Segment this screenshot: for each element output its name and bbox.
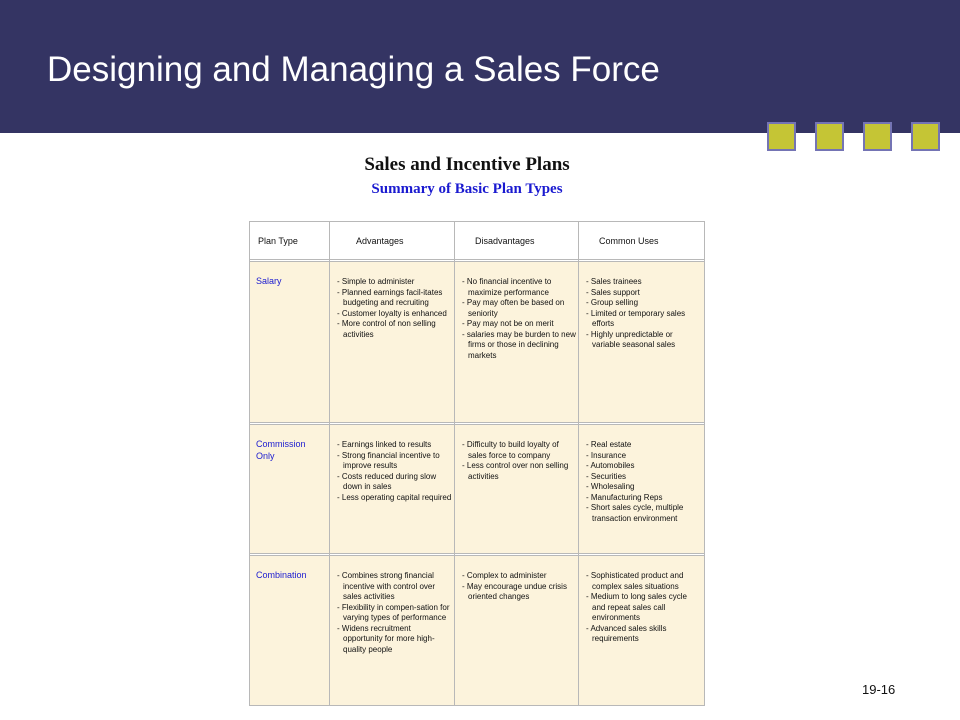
- list-item: Real estate: [586, 440, 702, 451]
- disadvantages-list: Difficulty to build loyalty of sales for…: [455, 425, 578, 482]
- list-item: No financial incentive to maximize perfo…: [462, 277, 576, 298]
- list-item: salaries may be burden to new firms or t…: [462, 330, 576, 362]
- advantages-cell: Earnings linked to resultsStrong financi…: [329, 424, 455, 554]
- list-item: Earnings linked to results: [337, 440, 452, 451]
- list-item: Complex to administer: [462, 571, 576, 582]
- list-item: Limited or temporary sales efforts: [586, 309, 702, 330]
- list-item: Group selling: [586, 298, 702, 309]
- list-item: Sales trainees: [586, 277, 702, 288]
- advantages-cell: Simple to administerPlanned earnings fac…: [329, 261, 455, 423]
- slide-title: Designing and Managing a Sales Force: [47, 50, 660, 89]
- header-disadvantages: Disadvantages: [454, 221, 579, 260]
- list-item: Insurance: [586, 451, 702, 462]
- advantages-list: Combines strong financial incentive with…: [330, 556, 454, 655]
- decor-square-icon: [767, 122, 796, 151]
- list-item: More control of non selling activities: [337, 319, 452, 340]
- table-row: Combination Combines strong financial in…: [249, 555, 705, 706]
- list-item: Less operating capital required: [337, 493, 452, 504]
- decor-square-icon: [911, 122, 940, 151]
- plan-name: Combination: [256, 570, 307, 580]
- list-item: Sophisticated product and complex sales …: [586, 571, 702, 592]
- list-item: Medium to long sales cycle and repeat sa…: [586, 592, 702, 624]
- list-item: Planned earnings facil-itates budgeting …: [337, 288, 452, 309]
- uses-cell: Sophisticated product and complex sales …: [578, 555, 705, 706]
- list-item: Flexibility in compen-sation for varying…: [337, 603, 452, 624]
- advantages-list: Earnings linked to resultsStrong financi…: [330, 425, 454, 503]
- table-subtitle: Summary of Basic Plan Types: [371, 181, 563, 197]
- list-item: Difficulty to build loyalty of sales for…: [462, 440, 576, 461]
- table-row: Commission Only Earnings linked to resul…: [249, 424, 705, 554]
- advantages-list: Simple to administerPlanned earnings fac…: [330, 262, 454, 340]
- disadvantages-cell: No financial incentive to maximize perfo…: [454, 261, 579, 423]
- list-item: Manufacturing Reps: [586, 493, 702, 504]
- header-plan-type: Plan Type: [249, 221, 330, 260]
- list-item: Simple to administer: [337, 277, 452, 288]
- uses-cell: Real estateInsuranceAutomobilesSecuritie…: [578, 424, 705, 554]
- header-band: [0, 0, 960, 133]
- disadvantages-cell: Difficulty to build loyalty of sales for…: [454, 424, 579, 554]
- list-item: Widens recruitment opportunity for more …: [337, 624, 452, 656]
- list-item: Sales support: [586, 288, 702, 299]
- table-row: Salary Simple to administerPlanned earni…: [249, 261, 705, 423]
- plan-name: Commission Only: [256, 439, 306, 461]
- plan-cell: Salary: [249, 261, 330, 423]
- list-item: Costs reduced during slow down in sales: [337, 472, 452, 493]
- table-header-row: Plan Type Advantages Disadvantages Commo…: [249, 221, 705, 260]
- list-item: Advanced sales skills requirements: [586, 624, 702, 645]
- plan-cell: Combination: [249, 555, 330, 706]
- plan-types-table: Plan Type Advantages Disadvantages Commo…: [249, 221, 705, 706]
- list-item: Customer loyalty is enhanced: [337, 309, 452, 320]
- table-title: Sales and Incentive Plans: [364, 154, 570, 175]
- decor-square-icon: [863, 122, 892, 151]
- uses-cell: Sales traineesSales supportGroup selling…: [578, 261, 705, 423]
- list-item: Less control over non selling activities: [462, 461, 576, 482]
- disadvantages-cell: Complex to administerMay encourage undue…: [454, 555, 579, 706]
- plan-name: Salary: [256, 276, 282, 286]
- list-item: Short sales cycle, multiple transaction …: [586, 503, 702, 524]
- header-common-uses: Common Uses: [578, 221, 705, 260]
- advantages-cell: Combines strong financial incentive with…: [329, 555, 455, 706]
- list-item: Pay may not be on merit: [462, 319, 576, 330]
- disadvantages-list: No financial incentive to maximize perfo…: [455, 262, 578, 361]
- list-item: Pay may often be based on seniority: [462, 298, 576, 319]
- list-item: Securities: [586, 472, 702, 483]
- uses-list: Sophisticated product and complex sales …: [579, 556, 704, 645]
- header-advantages: Advantages: [329, 221, 455, 260]
- uses-list: Sales traineesSales supportGroup selling…: [579, 262, 704, 351]
- decor-square-icon: [815, 122, 844, 151]
- list-item: Wholesaling: [586, 482, 702, 493]
- list-item: May encourage undue crisis oriented chan…: [462, 582, 576, 603]
- disadvantages-list: Complex to administerMay encourage undue…: [455, 556, 578, 603]
- list-item: Automobiles: [586, 461, 702, 472]
- page-number: 19-16: [862, 682, 896, 697]
- list-item: Strong financial incentive to improve re…: [337, 451, 452, 472]
- list-item: Highly unpredictable or variable seasona…: [586, 330, 702, 351]
- plan-cell: Commission Only: [249, 424, 330, 554]
- list-item: Combines strong financial incentive with…: [337, 571, 452, 603]
- uses-list: Real estateInsuranceAutomobilesSecuritie…: [579, 425, 704, 524]
